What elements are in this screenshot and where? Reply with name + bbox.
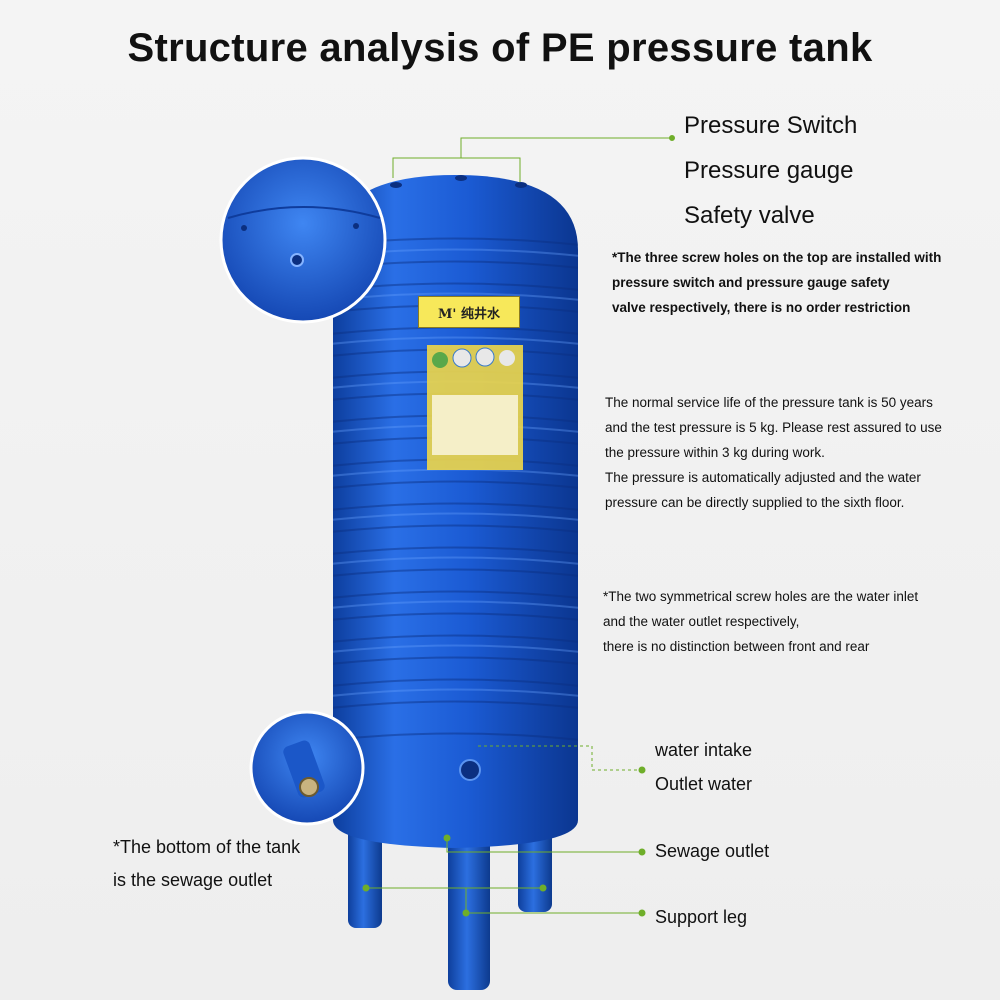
note-line: *The three screw holes on the top are in… bbox=[612, 250, 942, 265]
note-line: and the test pressure is 5 kg. Please re… bbox=[605, 420, 942, 435]
note-top-screw-holes: *The three screw holes on the top are in… bbox=[612, 245, 941, 320]
note-line: pressure switch and pressure gauge safet… bbox=[612, 275, 890, 290]
note-service-life: The normal service life of the pressure … bbox=[605, 390, 942, 515]
note-line: valve respectively, there is no order re… bbox=[612, 300, 911, 315]
note-bottom-line-2: is the sewage outlet bbox=[113, 870, 273, 890]
note-line: and the water outlet respectively, bbox=[603, 614, 800, 629]
bottom-zoom-bubble bbox=[249, 710, 365, 826]
label-outlet-water: Outlet water bbox=[655, 774, 753, 794]
label-pressure-gauge: Pressure gauge bbox=[684, 157, 854, 184]
tank-body bbox=[333, 175, 578, 848]
note-bottom-line-1: *The bottom of the tank bbox=[113, 837, 301, 857]
note-line: there is no distinction between front an… bbox=[603, 639, 870, 654]
label-water-intake: water intake bbox=[655, 740, 753, 760]
note-inlet-outlet: *The two symmetrical screw holes are the… bbox=[603, 584, 918, 659]
label-safety-valve: Safety valve bbox=[684, 202, 815, 229]
note-line: pressure can be directly supplied to the… bbox=[605, 495, 905, 510]
label-pressure-switch: Pressure Switch bbox=[684, 112, 858, 139]
label-support-leg: Support leg bbox=[655, 907, 748, 927]
note-line: The pressure is automatically adjusted a… bbox=[605, 470, 921, 485]
note-line: *The two symmetrical screw holes are the… bbox=[603, 589, 919, 604]
top-zoom-bubble bbox=[219, 156, 387, 324]
callout-lines bbox=[362, 135, 675, 917]
label-sewage-outlet: Sewage outlet bbox=[655, 841, 770, 861]
tank-brand-badge: M' 纯井水 bbox=[418, 296, 520, 328]
note-line: The normal service life of the pressure … bbox=[605, 395, 933, 410]
page-title: Structure analysis of PE pressure tank bbox=[127, 26, 873, 70]
note-line: the pressure within 3 kg during work. bbox=[605, 445, 825, 460]
